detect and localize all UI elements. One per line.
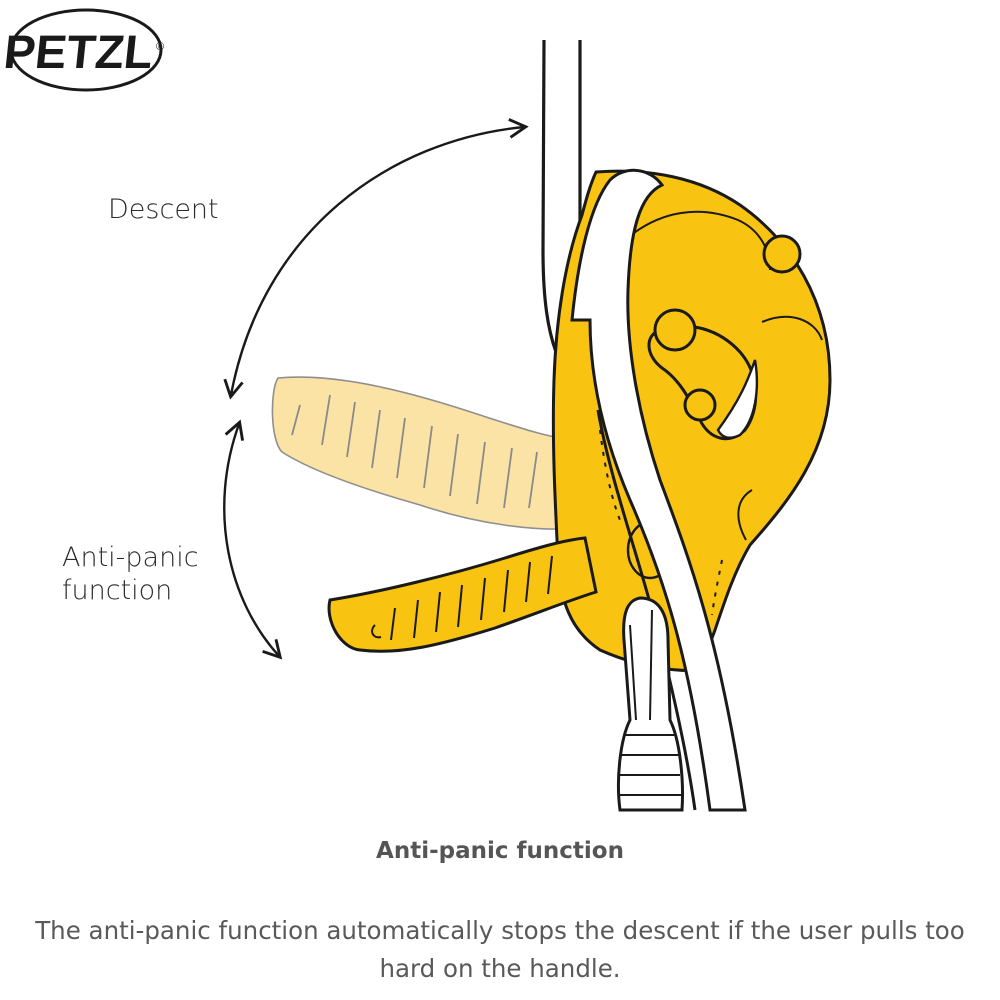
caption-body: The anti-panic function automatically st…	[35, 916, 965, 983]
anti-panic-label: Anti-panic function	[62, 541, 199, 607]
petzl-logo: PETZL ®	[1, 8, 164, 92]
anti-panic-arrow	[223, 419, 283, 660]
carabiner	[617, 596, 684, 812]
descent-label: Descent	[108, 194, 219, 225]
caption-title: Anti-panic function	[376, 838, 624, 864]
registered-mark: ®	[156, 41, 164, 53]
petzl-logo-text: PETZL	[1, 25, 155, 78]
anti-panic-label-line2: function	[62, 575, 173, 606]
anti-panic-label-line1: Anti-panic	[62, 542, 199, 573]
descent-arrow	[223, 118, 529, 400]
handle-descent-position	[271, 376, 581, 530]
handle-active-position	[327, 536, 598, 653]
